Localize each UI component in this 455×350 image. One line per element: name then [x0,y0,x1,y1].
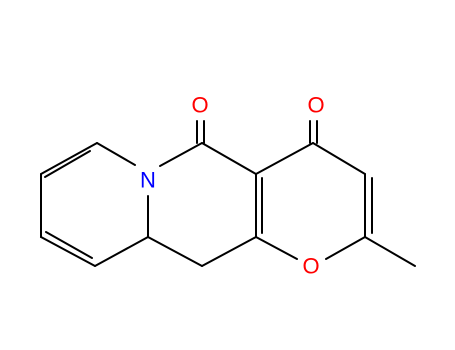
bond-line [325,236,366,260]
bond-line [201,236,257,267]
bond-line [312,142,366,175]
atom-label-set: O O N O [140,93,325,279]
bond-line [159,142,203,167]
bond-line [255,236,298,260]
bond-line [255,142,314,175]
carbonyl-oxygen-right-label: O [307,93,324,118]
bond-line [94,236,149,267]
bond-line [147,236,203,267]
bond-line [364,236,416,267]
bond-line [40,236,96,267]
bond-line [201,142,257,175]
bond-line [96,142,136,166]
bond-line [44,150,91,178]
bond-set [40,120,416,267]
ring-nitrogen-label: N [140,168,156,193]
ring-oxygen-label: O [302,254,319,279]
bond-line [40,142,98,175]
bond-line [45,231,93,259]
carbonyl-oxygen-left-label: O [191,93,208,118]
